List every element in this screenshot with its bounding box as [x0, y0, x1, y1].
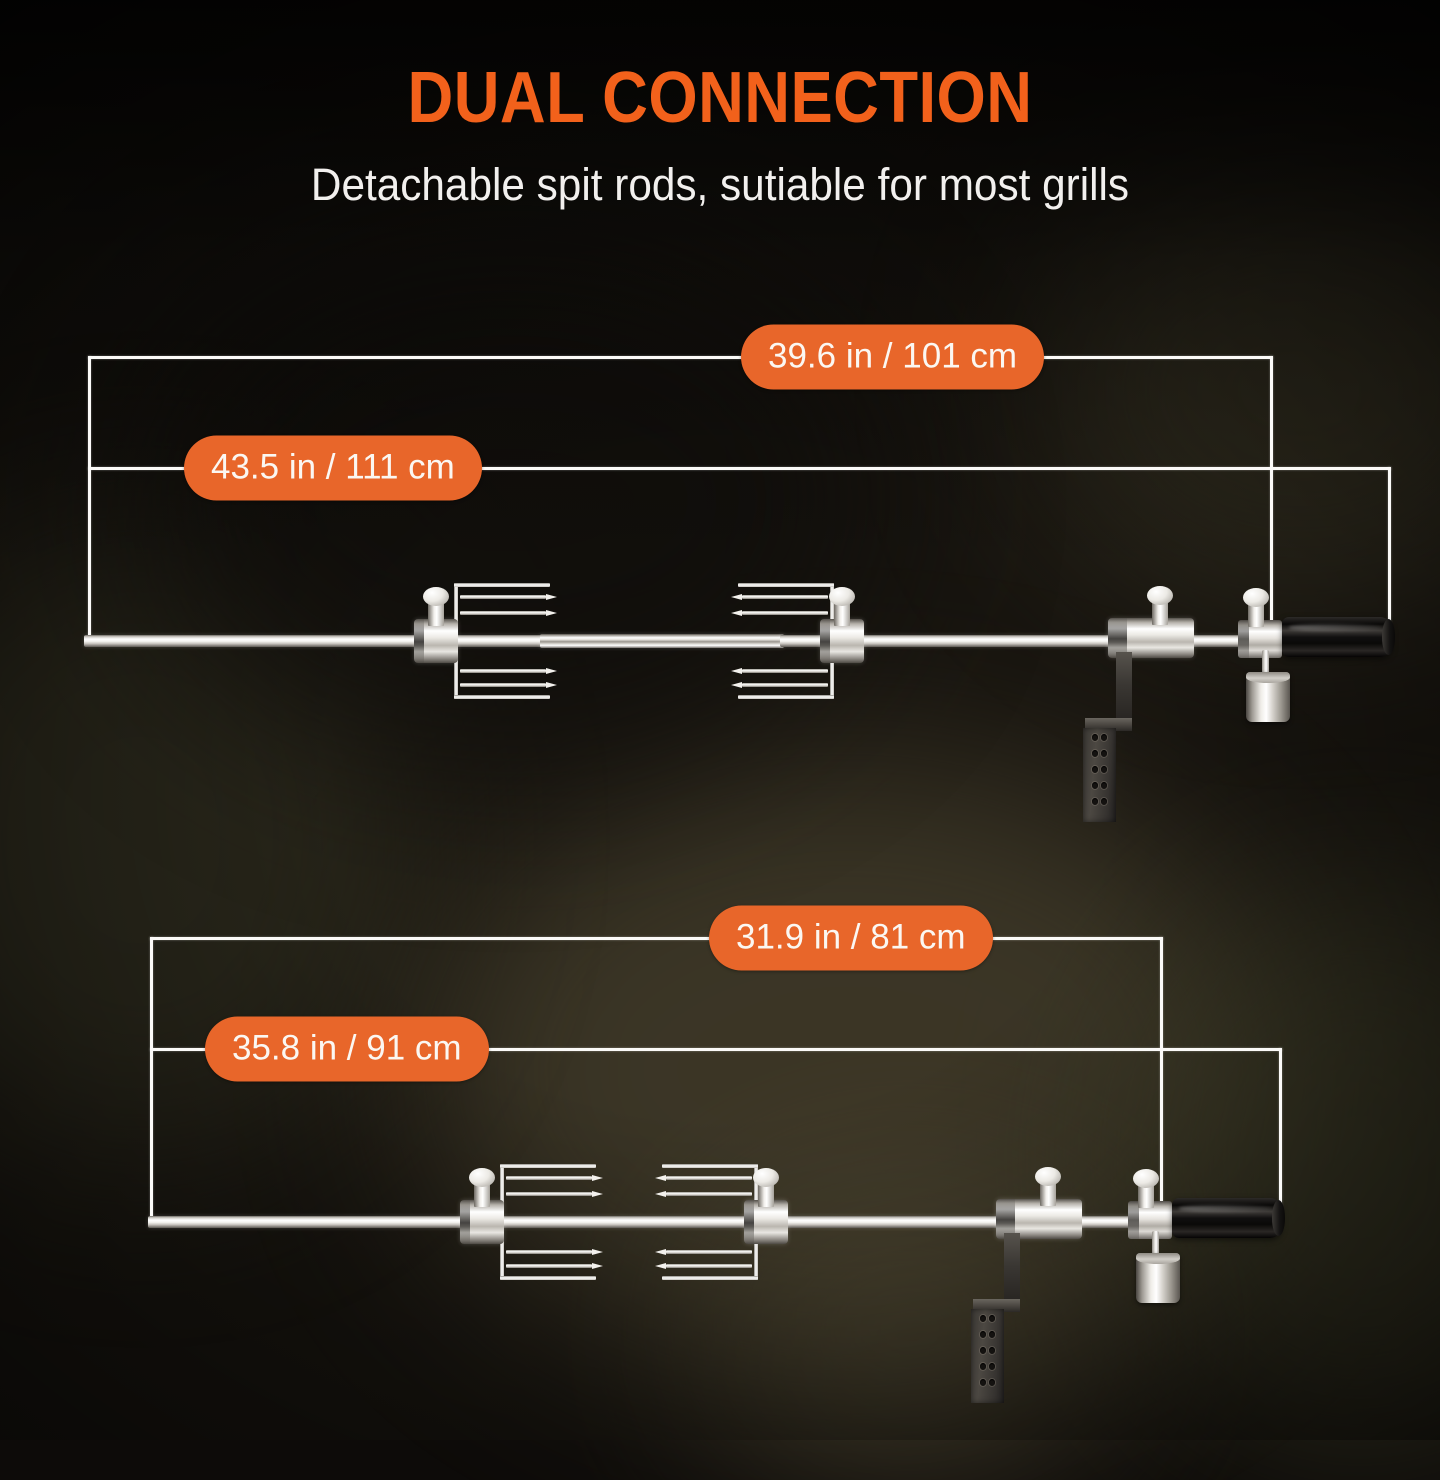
counterweight-bracket-upright: [1004, 1233, 1020, 1305]
dimension-line-vertical-lower-outer-left: [150, 937, 153, 1222]
dimension-line-horizontal-upper-outer: [88, 356, 1273, 359]
header: DUAL CONNECTION Detachable spit rods, su…: [0, 0, 1440, 207]
meat-fork-right-tine-3: [731, 668, 828, 674]
collar-right-fork: [744, 1200, 788, 1244]
spit-rod-assembly-compact: [0, 0, 1440, 1440]
bracket-slot: [979, 1346, 987, 1354]
counterweight: [1136, 1253, 1180, 1303]
bracket-slot: [1091, 733, 1099, 741]
thumbscrew-right-fork: [753, 1168, 779, 1207]
meat-fork-right-yoke-top: [662, 1164, 758, 1168]
dimension-line-vertical-upper-outer-left: [88, 356, 91, 641]
meat-fork-left-tine-2: [506, 1191, 603, 1197]
meat-fork-left-yoke-top: [500, 1164, 596, 1168]
counterweight-bracket: [1078, 652, 1142, 822]
spit-rod: [148, 1216, 1153, 1228]
meat-fork-right-tine-1: [731, 594, 828, 600]
bearing-collar: [996, 1199, 1082, 1239]
counterweight: [1246, 672, 1290, 722]
page-subtitle: Detachable spit rods, sutiable for most …: [310, 159, 1130, 210]
meat-fork-left-tine-4: [460, 682, 557, 688]
bracket-slot: [1091, 765, 1099, 773]
bracket-slot: [979, 1362, 987, 1370]
counterweight-bracket-upright: [1116, 652, 1132, 724]
bracket-slot: [1100, 749, 1108, 757]
dimension-line-horizontal-upper-inner: [88, 467, 1391, 470]
meat-fork-right-yoke-bottom: [738, 695, 834, 699]
page-title: DUAL CONNECTION: [407, 58, 1033, 138]
meat-fork-right-tine-3: [655, 1249, 752, 1255]
bracket-slot: [979, 1314, 987, 1322]
thumbscrew-left-fork: [469, 1168, 495, 1207]
bracket-slot: [979, 1379, 987, 1386]
dimension-line-horizontal-lower-outer: [150, 937, 1163, 940]
meat-fork-left-tine-1: [506, 1175, 603, 1181]
bracket-slot: [1091, 798, 1099, 805]
bracket-slot: [979, 1330, 987, 1338]
meat-fork-right-tine-2: [731, 610, 828, 616]
bracket-slot: [1100, 765, 1108, 773]
dimension-line-horizontal-lower-inner: [150, 1048, 1282, 1051]
thumbscrew-left-fork: [423, 587, 449, 626]
meat-fork-left-yoke-bottom: [500, 1276, 596, 1280]
thumbscrew-handle-ferrule: [1133, 1169, 1159, 1208]
collar-right-fork: [820, 619, 864, 663]
meat-fork-left-tine-4: [506, 1263, 603, 1269]
meat-fork-right-yoke-top: [738, 583, 834, 587]
bracket-slot: [1100, 733, 1108, 741]
meat-fork-left-tine-2: [460, 610, 557, 616]
meat-fork-left-tine-1: [460, 594, 557, 600]
thumbscrew-bearing-collar: [1147, 586, 1173, 625]
dimension-line-vertical-lower-outer-right: [1160, 937, 1163, 1209]
dimension-line-vertical-upper-outer-right: [1270, 356, 1273, 628]
dimension-badge-upper-overall-length: 43.5 in / 111 cm: [184, 435, 482, 501]
spit-rod-coupling-joint: [540, 634, 784, 648]
meat-fork-right-tine-1: [655, 1175, 752, 1181]
meat-fork-right-tine-4: [731, 682, 828, 688]
dimension-badge-lower-total-length: 31.9 in / 81 cm: [709, 905, 993, 971]
meat-fork-left-yoke-bottom: [454, 695, 550, 699]
dimension-badge-upper-total-length: 39.6 in / 101 cm: [741, 324, 1045, 390]
bracket-slot: [1100, 781, 1108, 789]
counterweight-bracket: [966, 1233, 1030, 1403]
bracket-slot: [988, 1346, 996, 1354]
bearing-collar: [1108, 618, 1194, 658]
bracket-slot: [1091, 781, 1099, 789]
thumbscrew-bearing-collar: [1035, 1167, 1061, 1206]
bracket-slot: [988, 1362, 996, 1370]
thumbscrew-handle-ferrule: [1243, 588, 1269, 627]
diagram-extended-configuration: 39.6 in / 101 cm 43.5 in / 111 cm: [0, 0, 1440, 860]
handle-grip: [1282, 617, 1395, 657]
meat-fork-right-yoke-bottom: [662, 1276, 758, 1280]
bracket-slot: [988, 1379, 996, 1386]
meat-fork-left-tine-3: [460, 668, 557, 674]
counterweight-bracket-shelf: [1085, 718, 1132, 731]
bracket-slot: [1091, 749, 1099, 757]
counterweight-bracket-perforated-plate: [971, 1309, 1004, 1403]
handle-grip: [1172, 1198, 1285, 1238]
dimension-line-vertical-lower-inner-right: [1279, 1048, 1282, 1221]
bracket-slot: [988, 1314, 996, 1322]
bracket-slot: [988, 1330, 996, 1338]
meat-fork-left-yoke-top: [454, 583, 550, 587]
spit-rod-assembly-extended: [0, 0, 1440, 860]
collar-left-fork: [460, 1200, 504, 1244]
thumbscrew-right-fork: [829, 587, 855, 626]
dimension-line-vertical-upper-inner-right: [1388, 467, 1391, 640]
meat-fork-right-tine-2: [655, 1191, 752, 1197]
bracket-slot: [1100, 798, 1108, 805]
dimension-badge-lower-overall-length: 35.8 in / 91 cm: [205, 1016, 489, 1082]
counterweight-bracket-perforated-plate: [1083, 728, 1116, 822]
collar-left-fork: [414, 619, 458, 663]
diagram-compact-configuration: 31.9 in / 81 cm 35.8 in / 91 cm: [0, 0, 1440, 1440]
meat-fork-left-tine-3: [506, 1249, 603, 1255]
meat-fork-right-tine-4: [655, 1263, 752, 1269]
counterweight-bracket-shelf: [973, 1299, 1020, 1312]
